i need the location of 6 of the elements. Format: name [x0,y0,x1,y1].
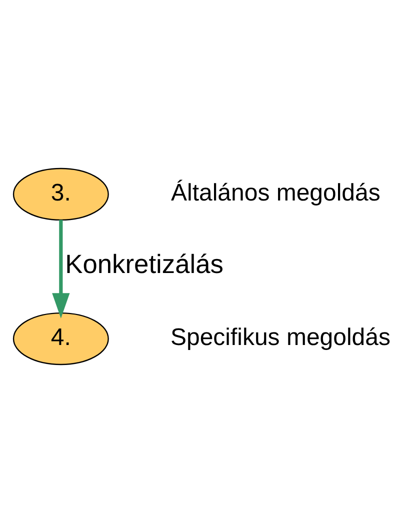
node-ellipse: 3. [12,167,109,220]
arrow [52,219,70,318]
node-label: Specifikus megoldás [170,323,390,350]
node-label: Általános megoldás [171,178,380,206]
edge-label: Konkretizálás [65,248,224,279]
node-ellipse: 4. [12,312,109,365]
